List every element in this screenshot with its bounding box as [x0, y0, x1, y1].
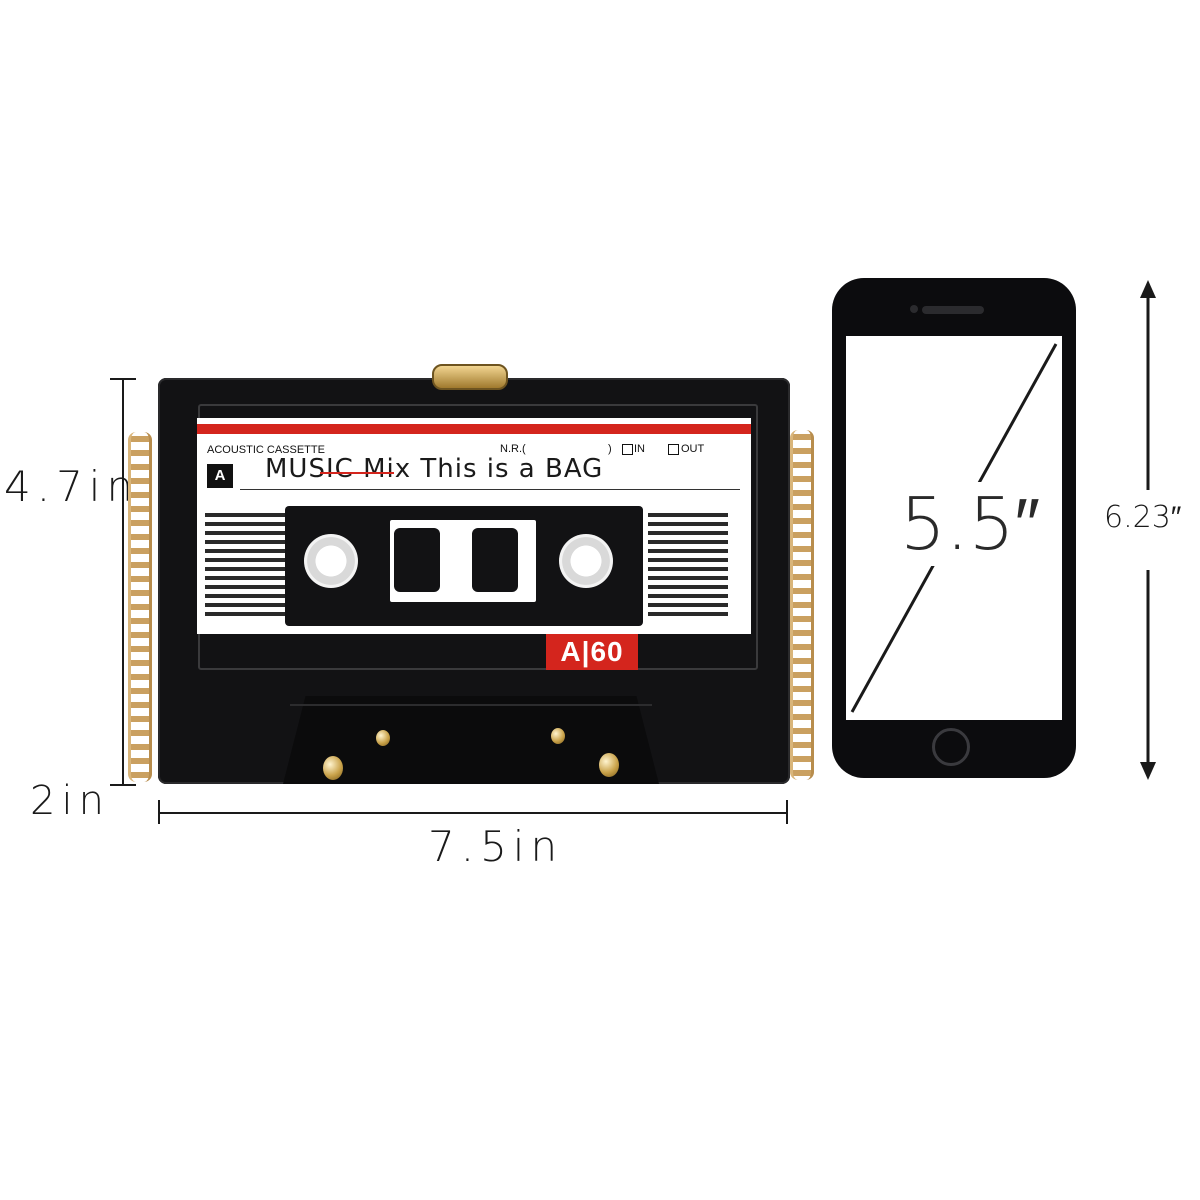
- height-dimension-top-tick: [110, 378, 136, 380]
- bag-clasp: [432, 364, 508, 390]
- tape-center-strip: [440, 540, 468, 592]
- phone-home-button: [932, 728, 970, 766]
- side-a-marker: A: [207, 464, 233, 488]
- title-struck-word: MUSIC: [265, 454, 354, 484]
- height-dimension-line: [122, 378, 124, 786]
- width-dimension-left-tick: [158, 800, 160, 824]
- width-dimension-label: 7.5in: [428, 822, 564, 871]
- chain-strap-left: [128, 432, 152, 782]
- phone-height-label: 6.23″: [1104, 500, 1182, 535]
- label-bottom-rule: [197, 628, 751, 631]
- tape-length-badge: A|60: [546, 634, 638, 670]
- rivet-icon: [376, 730, 390, 746]
- depth-dimension-label: 2in: [30, 778, 110, 824]
- phone-speaker: [922, 306, 984, 314]
- label-out-option: OUT: [681, 443, 705, 455]
- tape-spool-left: [394, 528, 440, 592]
- phone-camera-icon: [910, 305, 918, 313]
- label-in-checkbox-icon: [622, 444, 633, 455]
- label-rule-line: [240, 489, 740, 490]
- title-strikethrough: [320, 472, 394, 474]
- label-red-stripe: [197, 424, 751, 434]
- chain-strap-right: [790, 430, 814, 780]
- label-out-checkbox-icon: [668, 444, 679, 455]
- title-rest: Mix This is a BAG: [363, 454, 604, 484]
- height-dimension-bottom-tick: [110, 784, 136, 786]
- left-reel-icon: [304, 534, 358, 588]
- label-brand-text: ACOUSTIC CASSETTE: [207, 444, 325, 456]
- label-stripes-left: [205, 508, 285, 620]
- bottom-panel-edge: [290, 704, 652, 706]
- label-nr-field: N.R.(: [500, 443, 526, 455]
- phone-height-arrow-icon: [1140, 280, 1156, 780]
- right-reel-icon: [559, 534, 613, 588]
- rivet-icon: [551, 728, 565, 744]
- tape-spool-right: [472, 528, 518, 592]
- width-dimension-line: [158, 812, 788, 814]
- label-in-option: IN: [634, 443, 645, 455]
- rivet-icon: [599, 753, 619, 777]
- rivet-icon: [323, 756, 343, 780]
- cassette-bottom-panel: [283, 696, 659, 784]
- handwritten-title: MUSIC Mix This is a BAG: [265, 454, 603, 484]
- label-nr-close: ): [608, 443, 612, 455]
- width-dimension-right-tick: [786, 800, 788, 824]
- screen-size-label: 5.5″: [896, 482, 1044, 566]
- label-stripes-right: [648, 508, 728, 620]
- height-dimension-label: 4.7in: [4, 462, 140, 511]
